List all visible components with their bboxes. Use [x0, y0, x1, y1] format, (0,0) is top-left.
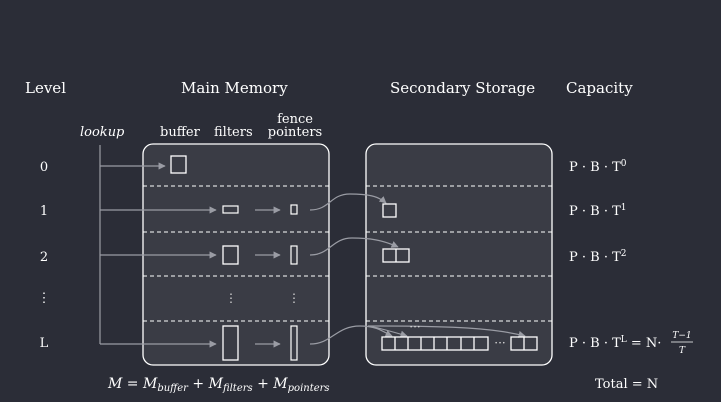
filter-level-L [222, 325, 239, 361]
filter-level-2 [222, 245, 239, 265]
pointers-label: pointers [268, 125, 322, 140]
run-level-1 [382, 203, 397, 218]
fence-level-2 [290, 245, 298, 265]
filter-vdots: ⋮ [225, 291, 237, 305]
secondary-storage-header: Secondary Storage [390, 79, 535, 97]
memory-equation: M = Mbuffer + Mfilters + Mpointers [107, 376, 330, 394]
level-L-label: L [40, 336, 49, 351]
arrow-hdots: ··· [409, 320, 420, 334]
filters-label: filters [214, 125, 253, 140]
lookup-label: lookup [80, 125, 125, 140]
secondary-storage-panel [365, 143, 553, 366]
buffer-label: buffer [160, 125, 201, 140]
level-header: Level [25, 79, 66, 97]
fence-level-1 [290, 204, 298, 215]
capacity-fraction-denominator: T [679, 346, 686, 356]
run-level-L [381, 336, 538, 351]
run-hdots: ··· [494, 336, 505, 350]
pointer-arrows [309, 193, 526, 345]
level-separators [143, 185, 552, 322]
main-memory-header: Main Memory [181, 79, 288, 97]
lookup-arrows [99, 145, 217, 348]
total-capacity: Total = N [595, 377, 658, 392]
level-1-label: 1 [40, 204, 48, 219]
capacity-fraction-numerator: T−1 [672, 331, 691, 341]
fence-vdots: ⋮ [288, 291, 300, 305]
capacity-level-2: P · B · T2 [569, 249, 627, 265]
fence-label: fence [277, 112, 313, 127]
level-0-label: 0 [40, 160, 48, 175]
level-2-label: 2 [40, 250, 48, 265]
capacity-level-0: P · B · T0 [569, 159, 627, 175]
capacity-level-1: P · B · T1 [569, 203, 627, 219]
capacity-level-L: P · B · TL = N· [569, 335, 661, 351]
level-dots-label: ⋮ [38, 291, 51, 306]
filter-level-1 [222, 205, 239, 214]
buffer-block [170, 155, 187, 174]
capacity-header: Capacity [566, 79, 633, 97]
fence-level-L [290, 325, 298, 361]
